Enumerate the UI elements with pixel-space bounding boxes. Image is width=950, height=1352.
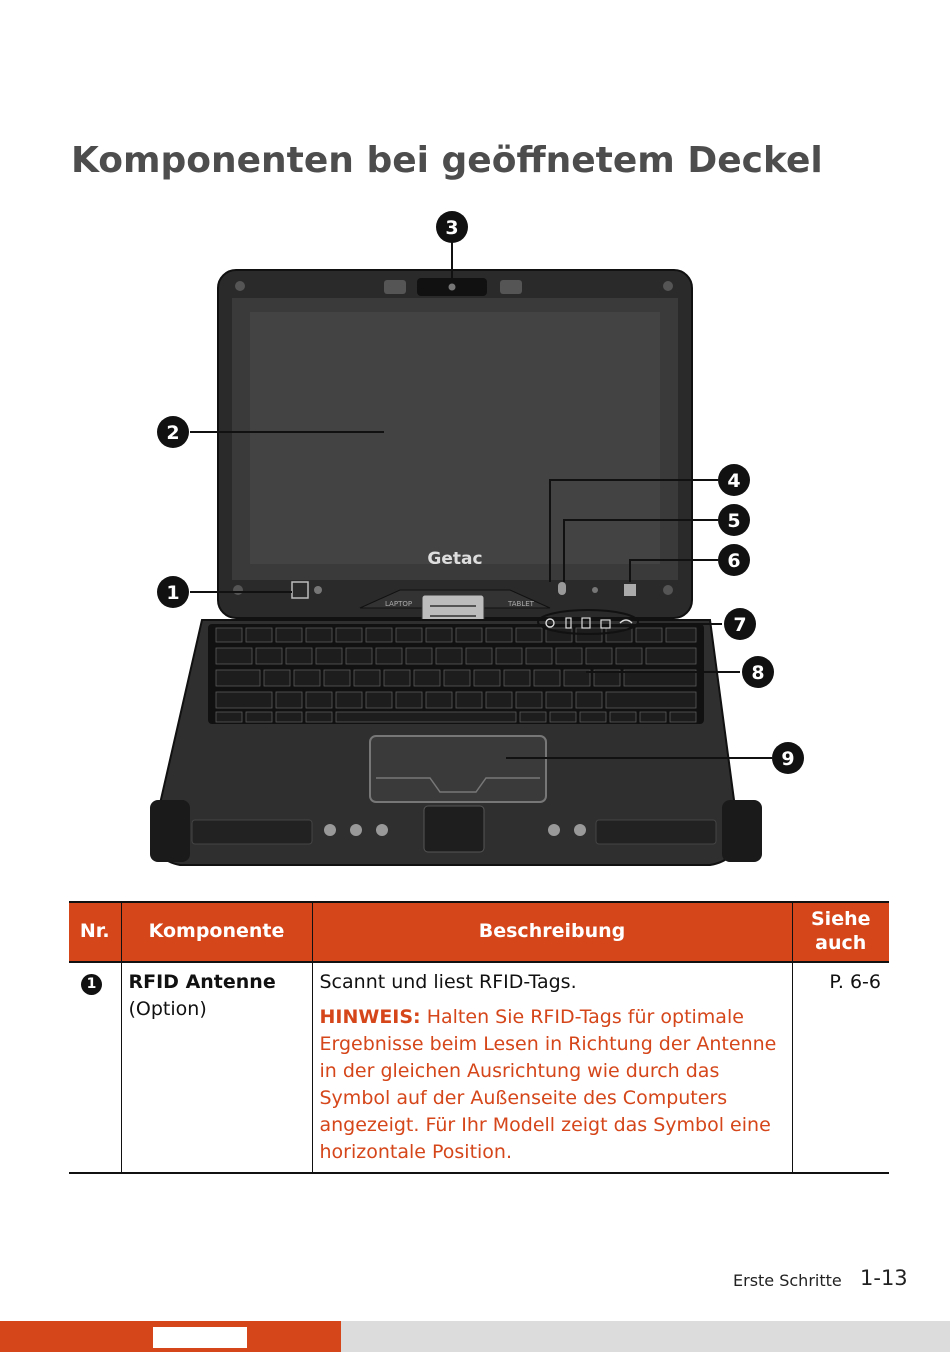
svg-text:6: 6 — [727, 550, 740, 572]
footer-bar — [341, 1321, 950, 1352]
rfid-icon — [291, 581, 309, 599]
page-title: Komponenten bei geöffnetem Deckel — [71, 140, 823, 181]
callout-2: 2 — [157, 416, 189, 448]
callout-3: 3 — [436, 211, 468, 243]
components-table: Nr. Komponente Beschreibung Siehe auch 1… — [69, 901, 889, 1174]
battery-icon — [565, 617, 572, 629]
keyboard-keys — [215, 627, 697, 723]
footer-page-number: 1-13 — [860, 1266, 908, 1290]
header-component: Komponente — [120, 902, 313, 962]
microphone-icon — [558, 582, 566, 595]
hinge-label-left: LAPTOP — [385, 600, 412, 608]
status-indicators — [545, 617, 633, 629]
brand-logo: Getac — [427, 549, 482, 569]
svg-text:8: 8 — [751, 662, 764, 684]
callout-8: 8 — [742, 656, 774, 688]
footer-bar-marker — [153, 1327, 247, 1348]
row-component-cell: RFID Antenne (Option) — [120, 962, 313, 1174]
row-number-badge: 1 — [81, 974, 102, 995]
svg-text:9: 9 — [781, 748, 794, 770]
header-see-also-label: Siehe auch — [811, 908, 871, 954]
svg-text:3: 3 — [445, 217, 458, 239]
note-text: Halten Sie RFID-Tags für optimale Ergebn… — [319, 1006, 777, 1163]
svg-text:1: 1 — [166, 582, 179, 604]
svg-text:5: 5 — [727, 510, 740, 532]
laptop-figure: Getac LAPTOP TABLET — [140, 210, 820, 870]
note-label: HINWEIS: — [319, 1006, 421, 1028]
hinge-label-right: TABLET — [507, 600, 535, 608]
header-description: Beschreibung — [311, 902, 793, 962]
svg-text:7: 7 — [733, 614, 746, 636]
footer-section: Erste Schritte — [733, 1271, 842, 1290]
callout-7: 7 — [724, 608, 756, 640]
table-row: 1 RFID Antenne (Option) Scannt und liest… — [69, 962, 889, 1174]
component-option: (Option) — [128, 998, 207, 1020]
windows-icon — [624, 584, 636, 596]
note-block: HINWEIS: Halten Sie RFID-Tags für optima… — [320, 1004, 786, 1166]
see-also-ref: P. 6-6 — [791, 962, 889, 1174]
touchpad — [369, 735, 547, 803]
callout-9: 9 — [772, 742, 804, 774]
drive-icon — [581, 617, 591, 629]
wifi-icon — [619, 619, 633, 624]
power-icon — [545, 618, 555, 628]
row-description-cell: Scannt und liest RFID-Tags. HINWEIS: Hal… — [311, 962, 793, 1174]
laptop-illustration: Getac LAPTOP TABLET — [150, 211, 804, 866]
callout-lines — [190, 240, 772, 759]
svg-text:2: 2 — [166, 422, 179, 444]
header-see-also: Siehe auch — [791, 902, 889, 962]
callouts: 1 2 3 4 5 6 7 8 9 — [157, 211, 804, 774]
row-nr-cell: 1 — [69, 962, 122, 1174]
header-nr: Nr. — [69, 902, 122, 962]
webcam-icon — [448, 283, 456, 291]
callout-6: 6 — [718, 544, 750, 576]
callout-1: 1 — [157, 576, 189, 608]
svg-text:4: 4 — [727, 470, 740, 492]
component-name: RFID Antenne — [128, 971, 276, 993]
lock-icon — [600, 619, 611, 629]
table-header-row: Nr. Komponente Beschreibung Siehe auch — [69, 902, 889, 962]
callout-4: 4 — [718, 464, 750, 496]
callout-5: 5 — [718, 504, 750, 536]
description-text: Scannt und liest RFID-Tags. — [319, 971, 577, 993]
